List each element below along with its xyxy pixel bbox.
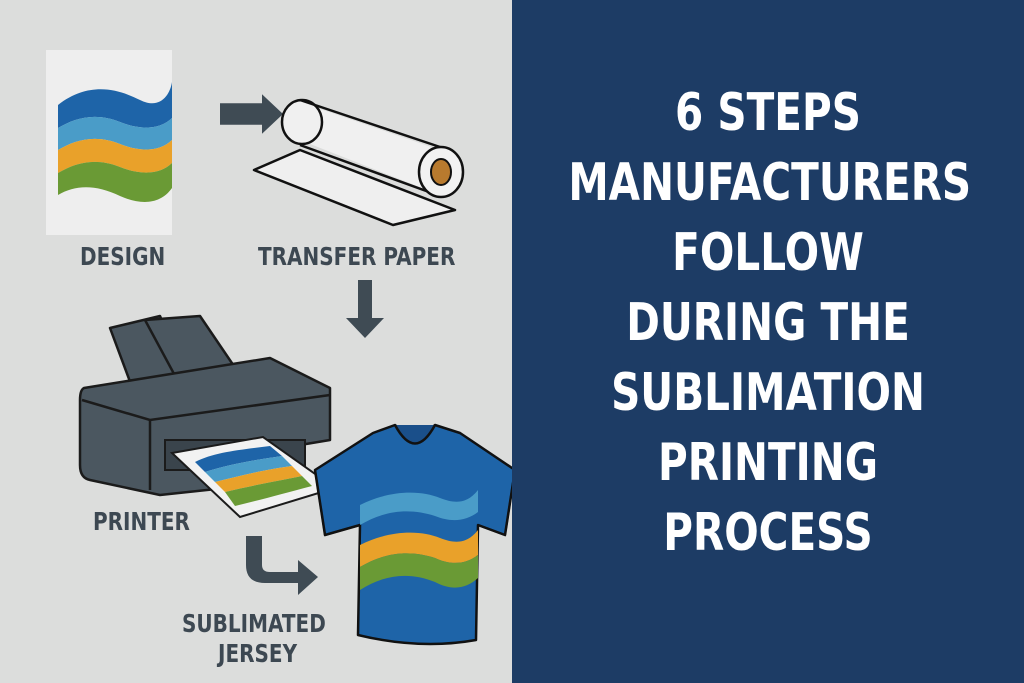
title-panel: 6 STEPS MANUFACTURERS FOLLOW DURING THE …	[512, 0, 1024, 683]
transfer-paper-roll-icon	[252, 98, 465, 227]
illustration-panel: DESIGN TRANSFER PAPER PRINTER SUBLIMATED…	[46, 50, 512, 668]
printer-label: PRINTER	[93, 507, 190, 536]
title-line: 6 STEPS	[675, 83, 861, 143]
title-line: DURING THE	[626, 293, 910, 353]
title-line: SUBLIMATION	[611, 363, 925, 423]
title-line: MANUFACTURERS	[568, 153, 972, 213]
jersey-label: JERSEY	[218, 639, 298, 668]
arrow-curved-icon	[246, 536, 318, 595]
title-line: PRINTING	[657, 433, 878, 493]
jersey-icon	[313, 423, 512, 646]
transfer-paper-label: TRANSFER PAPER	[258, 242, 456, 271]
sublimated-label: SUBLIMATED	[182, 609, 326, 638]
printed-sheet	[169, 435, 338, 519]
design-label: DESIGN	[80, 242, 166, 271]
process-illustration	[46, 50, 512, 646]
arrow-down-icon	[346, 280, 384, 338]
arrow-right-icon	[220, 94, 283, 134]
title-line: PROCESS	[663, 503, 873, 563]
design-card	[46, 50, 172, 235]
title-line: FOLLOW	[672, 223, 864, 283]
page-title: 6 STEPS MANUFACTURERS FOLLOW DURING THE …	[568, 78, 972, 568]
